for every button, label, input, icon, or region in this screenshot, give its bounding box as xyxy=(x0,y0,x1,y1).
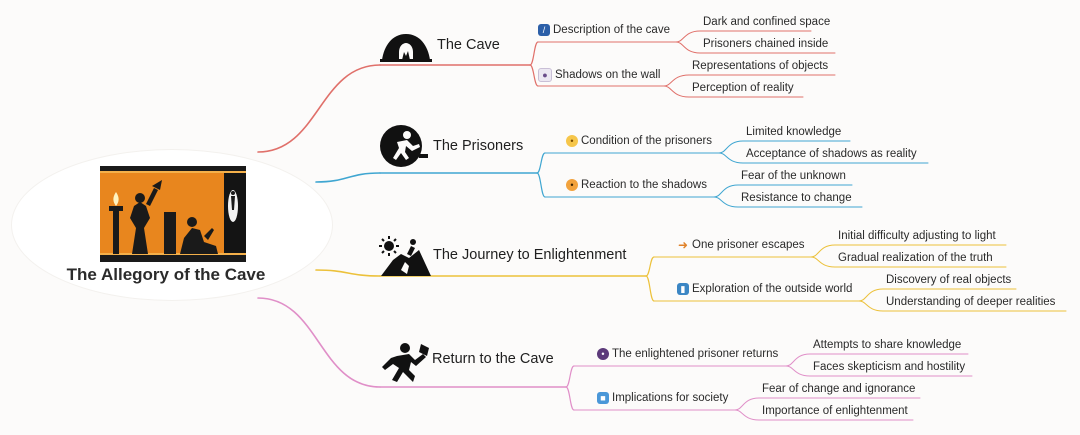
leaf-dark-and-confined-space[interactable]: Dark and confined space xyxy=(703,16,831,28)
prisoner-icon xyxy=(380,125,428,167)
connector-line xyxy=(785,353,811,367)
connector-line xyxy=(315,172,381,183)
sub-condition-of-the-prisoners[interactable]: • Condition of the prisoners xyxy=(566,135,712,147)
climber-sun-icon xyxy=(379,236,431,276)
branch-title-the-journey-to-enlightenment[interactable]: The Journey to Enlightenment xyxy=(433,247,627,263)
notebook-emoji-icon: / xyxy=(538,24,550,36)
fearful-face-emoji-icon: • xyxy=(566,179,578,191)
connector-line xyxy=(675,41,701,54)
cave-icon xyxy=(380,34,432,62)
walker-icon xyxy=(382,343,429,382)
connector-line xyxy=(713,196,739,208)
connector-line xyxy=(536,172,546,198)
sub-exploration-of-the-outside-world[interactable]: ▮ Exploration of the outside world xyxy=(677,283,852,295)
sub-description-of-the-cave[interactable]: / Description of the cave xyxy=(538,24,670,36)
connector-line xyxy=(536,152,546,174)
sub-label: Reaction to the shadows xyxy=(581,179,707,191)
connector-line xyxy=(713,184,739,198)
speaking-head-emoji-icon: • xyxy=(597,348,609,360)
leaf-initial-difficulty-adjusting-to-light[interactable]: Initial difficulty adjusting to light xyxy=(838,230,996,242)
sub-implications-for-society[interactable]: ■ Implications for society xyxy=(597,392,728,404)
connector-line xyxy=(529,41,539,66)
sub-shadows-on-the-wall[interactable]: ● Shadows on the wall xyxy=(538,68,660,82)
leaf-limited-knowledge[interactable]: Limited knowledge xyxy=(746,126,842,138)
connector-line xyxy=(734,409,760,421)
connector-line xyxy=(718,140,744,154)
leaf-resistance-to-change[interactable]: Resistance to change xyxy=(741,192,852,204)
connector-line xyxy=(734,397,760,411)
connector-line xyxy=(257,297,381,388)
root-title[interactable]: The Allegory of the Cave xyxy=(66,265,266,284)
connector-line xyxy=(858,300,884,312)
leaf-fear-of-the-unknown[interactable]: Fear of the unknown xyxy=(741,170,846,182)
connector-line xyxy=(858,288,884,302)
connector-line xyxy=(565,365,575,388)
cave-painting-image xyxy=(100,166,246,262)
leaf-perception-of-reality[interactable]: Perception of reality xyxy=(692,82,794,94)
connector-line xyxy=(645,275,655,302)
sub-reaction-to-the-shadows[interactable]: • Reaction to the shadows xyxy=(566,179,707,191)
connector-line xyxy=(810,256,836,268)
branch-title-return-to-the-cave[interactable]: Return to the Cave xyxy=(432,351,554,367)
connector-line xyxy=(565,386,575,411)
connector-line xyxy=(645,256,655,277)
sub-the-enlightened-prisoner-returns[interactable]: • The enlightened prisoner returns xyxy=(597,348,778,360)
connector-line xyxy=(529,64,539,87)
connector-line xyxy=(810,244,836,258)
leaf-acceptance-of-shadows-as-reality[interactable]: Acceptance of shadows as reality xyxy=(746,148,917,160)
connector-line xyxy=(785,365,811,377)
branch-title-the-cave[interactable]: The Cave xyxy=(437,37,500,53)
sub-label: Condition of the prisoners xyxy=(581,135,713,147)
connector-line xyxy=(663,85,690,98)
sub-one-prisoner-escapes[interactable]: ➜ One prisoner escapes xyxy=(677,239,805,251)
open-book-emoji-icon: ▮ xyxy=(677,283,689,295)
society-emoji-icon: ■ xyxy=(597,392,609,404)
leaf-understanding-of-deeper-realities[interactable]: Understanding of deeper realities xyxy=(886,296,1056,308)
connector-line xyxy=(257,64,381,153)
sub-label: Description of the cave xyxy=(553,24,670,36)
connector-line xyxy=(718,152,744,164)
leaf-fear-of-change-and-ignorance[interactable]: Fear of change and ignorance xyxy=(762,383,916,395)
running-person-emoji-icon: ➜ xyxy=(677,238,689,252)
leaf-discovery-of-real-objects[interactable]: Discovery of real objects xyxy=(886,274,1012,286)
branch-title-the-prisoners[interactable]: The Prisoners xyxy=(433,138,524,154)
ghost-emoji-icon: ● xyxy=(538,68,552,82)
sub-label: Exploration of the outside world xyxy=(692,283,853,295)
connector-line xyxy=(663,74,690,87)
sub-label: The enlightened prisoner returns xyxy=(612,348,779,360)
leaf-representations-of-objects[interactable]: Representations of objects xyxy=(692,60,829,72)
leaf-prisoners-chained-inside[interactable]: Prisoners chained inside xyxy=(703,38,829,50)
leaf-attempts-to-share-knowledge[interactable]: Attempts to share knowledge xyxy=(813,339,962,351)
sub-label: One prisoner escapes xyxy=(692,239,805,251)
leaf-faces-skepticism-and-hostility[interactable]: Faces skepticism and hostility xyxy=(813,361,966,373)
leaf-importance-of-enlightenment[interactable]: Importance of enlightenment xyxy=(762,405,908,417)
leaf-gradual-realization-of-the-truth[interactable]: Gradual realization of the truth xyxy=(838,252,993,264)
connector-line xyxy=(315,269,381,277)
sub-label: Shadows on the wall xyxy=(555,69,661,81)
concerned-face-emoji-icon: • xyxy=(566,135,578,147)
sub-label: Implications for society xyxy=(612,392,729,404)
connector-line xyxy=(675,30,701,43)
